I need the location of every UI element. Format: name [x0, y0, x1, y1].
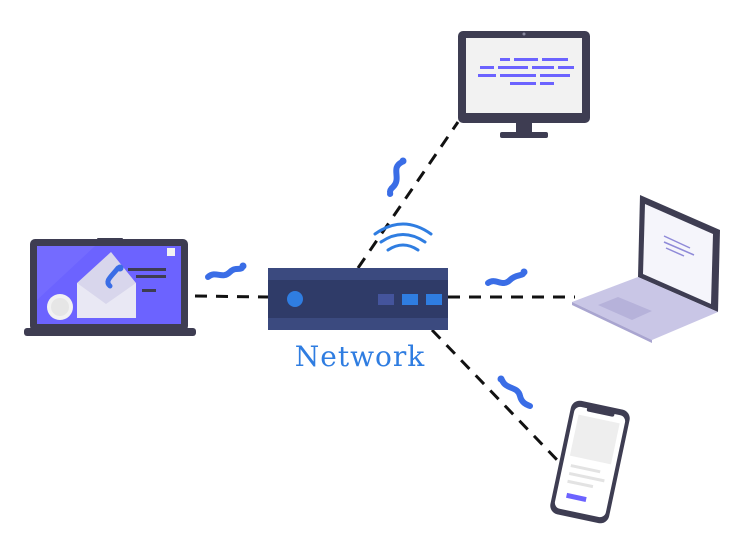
link-router-phone — [430, 328, 564, 467]
router-power-led — [287, 291, 303, 307]
router-icon — [268, 268, 448, 330]
worm-icon — [387, 157, 407, 197]
worm-icon — [105, 265, 121, 289]
packets — [205, 157, 533, 409]
link-router-desktop — [356, 121, 460, 269]
router-port-3 — [426, 294, 442, 305]
network-label: Network — [294, 340, 426, 373]
code-lines — [478, 58, 574, 85]
link-router-laptop-left — [194, 294, 269, 299]
desktop-monitor-icon — [458, 31, 590, 138]
laptop-icon — [572, 195, 720, 343]
router-port-2 — [402, 294, 418, 305]
worm-icon — [497, 375, 533, 409]
worm-icon — [205, 262, 247, 280]
connections — [194, 121, 575, 467]
worm-icon — [485, 268, 528, 286]
laptop-email-icon — [24, 238, 196, 336]
wifi-signal-icon — [373, 222, 433, 252]
router-port-1 — [378, 294, 394, 305]
smartphone-icon — [550, 400, 630, 524]
